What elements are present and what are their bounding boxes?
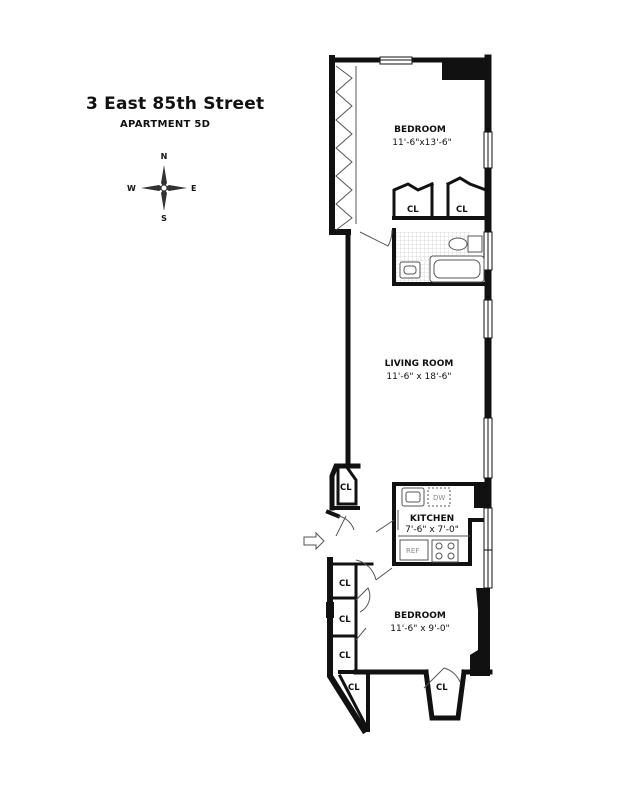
bedroom-main-dims: 11'-6"x13'-6" [392,138,451,148]
kitchen-name: KITCHEN [410,514,454,524]
walls [325,54,493,735]
compass-south: S [161,214,167,223]
kitchen-dims: 7'-6" x 7'-0" [405,525,459,535]
closet-label: CL [340,483,352,493]
closet-label: CL [456,205,468,215]
closet-label: CL [348,683,360,693]
closet-label: CL [407,205,419,215]
entry-arrow-icon [303,531,325,551]
apartment-label: APARTMENT 5D [120,119,211,130]
compass-west: W [127,184,136,193]
closet-label: CL [436,683,448,693]
living-room-dims: 11'-6" x 18'-6" [386,372,451,382]
compass-north: N [161,152,168,161]
closet-label: CL [339,615,351,625]
closet-label: CL [339,651,351,661]
bedroom-second-dims: 11'-6" x 9'-0" [390,624,449,634]
bedroom-second-name: BEDROOM [394,611,446,621]
wardrobe-doors [335,65,357,231]
kitchen-fixtures [397,487,470,563]
door-swings [335,229,461,689]
refrigerator-label: REF [406,547,419,555]
address-title: 3 East 85th Street [86,94,265,114]
living-room-name: LIVING ROOM [385,359,454,369]
dishwasher-label: DW [433,494,445,502]
windows [379,56,493,589]
compass-rose: N E S W [127,152,196,223]
bedroom-main-name: BEDROOM [394,125,446,135]
closet-label: CL [339,579,351,589]
compass-east: E [191,184,196,193]
bathroom-fixtures [396,232,485,283]
